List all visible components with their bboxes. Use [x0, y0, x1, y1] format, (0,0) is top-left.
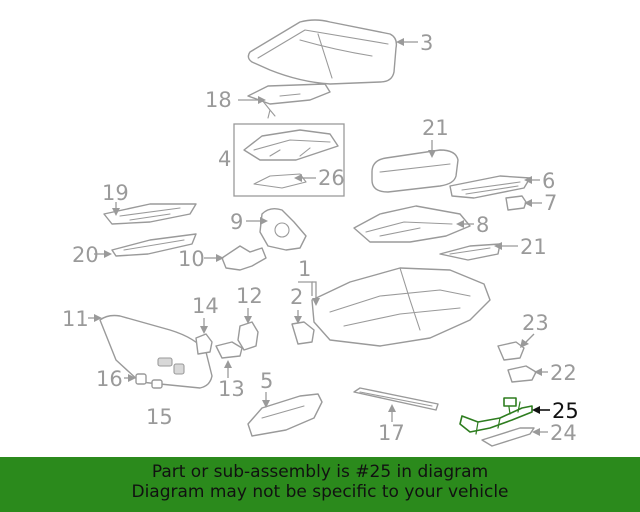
callout-17: 17: [378, 421, 405, 445]
banner-line-2: Diagram may not be specific to your vehi…: [131, 482, 509, 502]
callout-12: 12: [236, 284, 263, 308]
part-1-seat-frame[interactable]: [311, 267, 491, 347]
part-14-switch[interactable]: [195, 333, 213, 355]
part-22-bracket[interactable]: [507, 365, 537, 383]
part-21-pad[interactable]: [371, 149, 459, 193]
callout-21-bottom: 21: [520, 235, 547, 259]
part-4-callout-box: [233, 123, 345, 197]
part-20-frame[interactable]: [111, 233, 197, 257]
part-9-bracket[interactable]: [259, 207, 307, 251]
callout-14: 14: [192, 294, 219, 318]
callout-13: 13: [218, 377, 245, 401]
part-6-mat[interactable]: [449, 175, 531, 199]
callout-24: 24: [550, 421, 577, 445]
part-15-clip[interactable]: [151, 379, 163, 389]
callout-6: 6: [542, 169, 555, 193]
banner-line-1: Part or sub-assembly is #25 in diagram: [151, 462, 489, 482]
part-11-side-shield[interactable]: [99, 314, 213, 389]
callout-16: 16: [96, 367, 123, 391]
info-banner: Part or sub-assembly is #25 in diagram D…: [0, 457, 640, 512]
part-3-cushion-pad[interactable]: [247, 19, 398, 85]
leader-lines: [88, 38, 550, 436]
part-12-bracket[interactable]: [237, 321, 259, 351]
callout-2: 2: [290, 285, 303, 309]
part-7-block[interactable]: [505, 195, 527, 211]
callout-19: 19: [102, 181, 129, 205]
callout-20: 20: [72, 243, 99, 267]
callout-18: 18: [205, 88, 232, 112]
callout-3: 3: [420, 31, 433, 55]
callout-23: 23: [522, 311, 549, 335]
part-19-frame[interactable]: [103, 203, 197, 225]
callout-7: 7: [544, 191, 557, 215]
callout-8: 8: [476, 213, 489, 237]
callout-11: 11: [62, 307, 89, 331]
callout-21-top: 21: [422, 116, 449, 140]
callout-5: 5: [260, 369, 273, 393]
part-2-motor[interactable]: [291, 321, 315, 345]
callout-numbers: 3 18 21 4 26 6 7 19 9 8 20 10 21 1 2 12 …: [62, 31, 579, 445]
part-24-cover[interactable]: [481, 427, 535, 447]
part-17-rail-cover[interactable]: [353, 387, 439, 411]
part-10-bracket[interactable]: [221, 245, 267, 271]
part-5-trim[interactable]: [247, 393, 323, 437]
callout-25: 25: [552, 399, 579, 423]
part-23-bracket[interactable]: [497, 341, 525, 361]
part-4-cushion-frame[interactable]: [243, 129, 339, 161]
callout-1: 1: [298, 257, 311, 281]
callout-22: 22: [550, 361, 577, 385]
callout-15: 15: [146, 405, 173, 429]
part-25-harness[interactable]: [459, 397, 533, 435]
part-21-rail[interactable]: [439, 243, 501, 261]
part-8-frame[interactable]: [353, 205, 471, 243]
part-13-switch[interactable]: [215, 341, 243, 359]
part-16-clip[interactable]: [135, 373, 147, 385]
callout-26: 26: [318, 166, 345, 190]
part-18-bracket[interactable]: [247, 83, 331, 119]
callout-10: 10: [178, 247, 205, 271]
callout-4: 4: [218, 147, 231, 171]
callout-9: 9: [230, 210, 243, 234]
